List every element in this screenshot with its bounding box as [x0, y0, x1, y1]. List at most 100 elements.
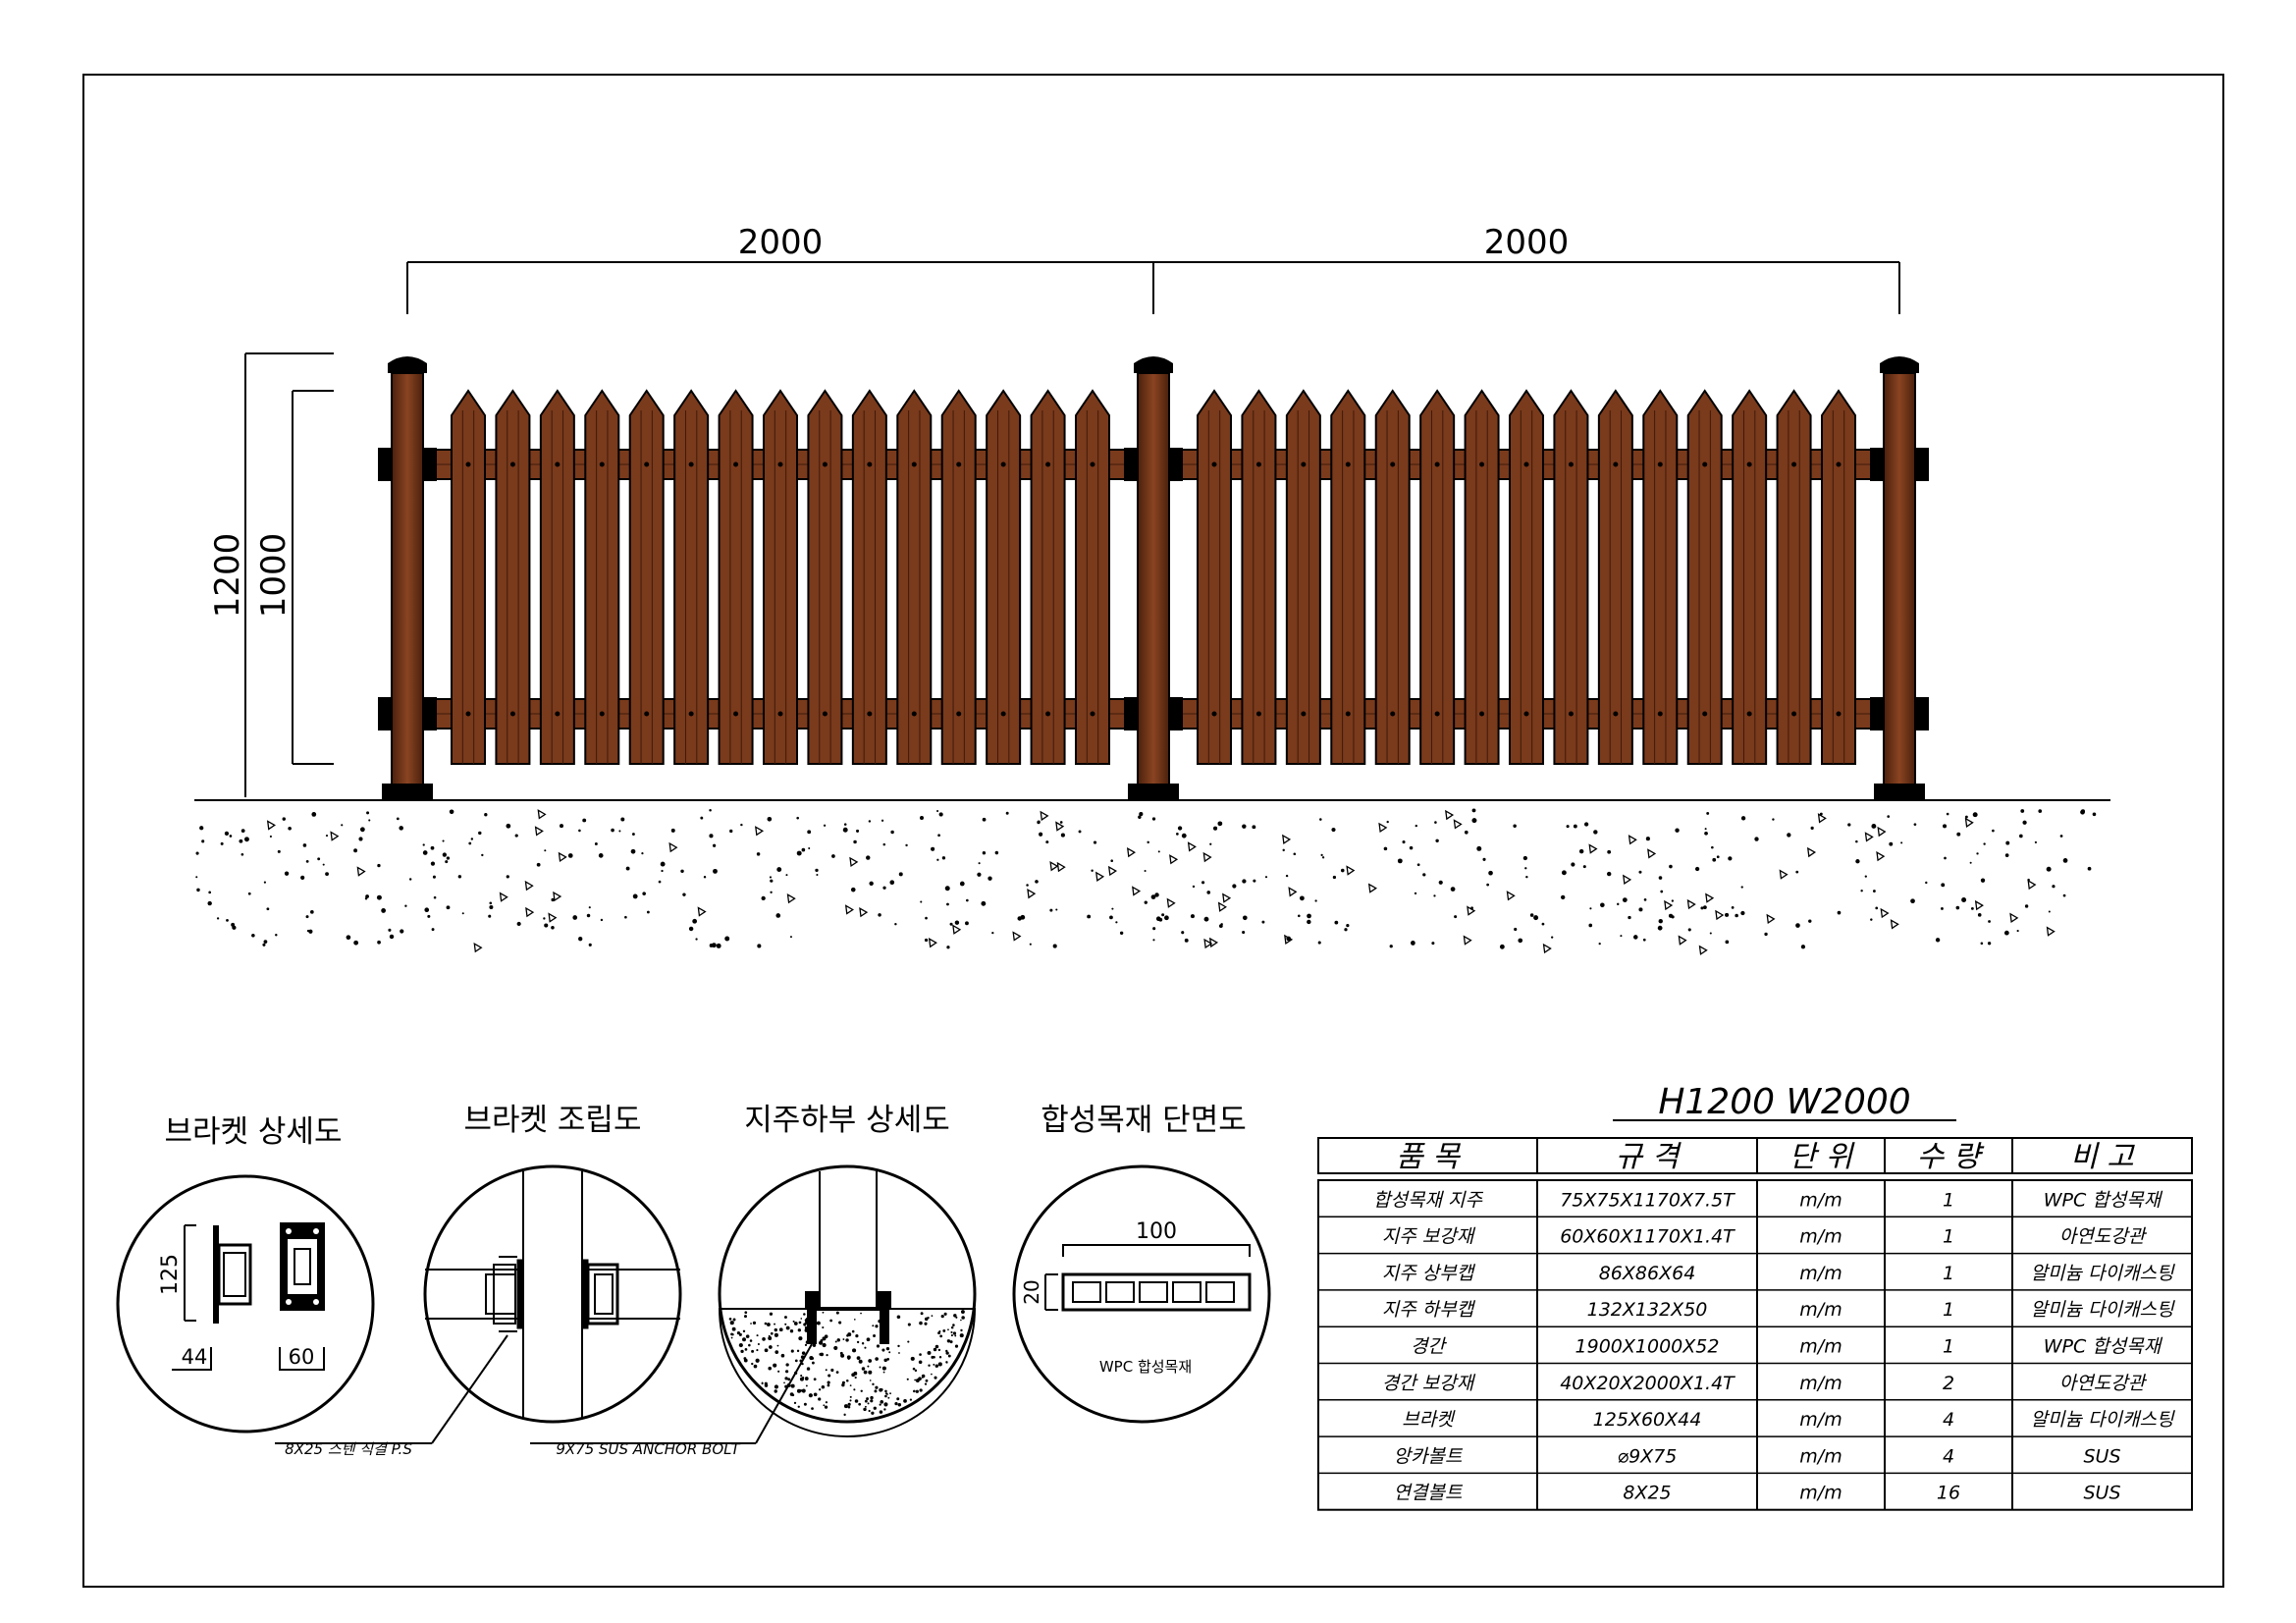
fence-picket [1821, 389, 1856, 765]
detail-title-wpc-section: 합성목재 단면도 [1041, 1103, 1247, 1138]
fence-picket [986, 389, 1022, 765]
fence-picket [1509, 389, 1544, 765]
table-cell: 125X60X44 [1593, 1409, 1702, 1431]
table-cell: m/m [1799, 1299, 1842, 1321]
table-cell: 60X60X1170X1.4T [1560, 1226, 1735, 1248]
detail-title-post-base: 지주하부 상세도 [744, 1103, 950, 1138]
table-cell: 지주 보강재 [1382, 1226, 1476, 1248]
width-dim-right: 2000 [1484, 223, 1570, 262]
wpc-section-detail [1012, 1164, 1271, 1424]
table-cell: WPC 합성목재 [2044, 1189, 2163, 1211]
rail-bracket [1124, 697, 1138, 730]
bracket-dim-height: 125 [158, 1254, 183, 1295]
rail-bracket [1915, 697, 1929, 730]
table-cell: 16 [1937, 1483, 1960, 1504]
rail-bracket [1169, 448, 1183, 481]
rail-bracket [423, 697, 437, 730]
fence-picket [673, 389, 710, 765]
height-dim-panel: 1000 [254, 533, 294, 619]
rail-bracket [1169, 697, 1183, 730]
table-cell: 4 [1943, 1409, 1954, 1431]
fence-picket [451, 389, 486, 765]
table-cell: m/m [1799, 1263, 1842, 1284]
ground-gravel-hatch [195, 808, 2097, 955]
fence-picket [1030, 389, 1066, 765]
wpc-dim-width: 100 [1136, 1219, 1177, 1244]
fence-picket [1732, 389, 1768, 765]
table-cell: 아연도강관 [2059, 1373, 2148, 1394]
table-cell: 알미늄 다이캐스팅 [2031, 1409, 2175, 1431]
table-cell: 86X86X64 [1599, 1263, 1696, 1284]
table-header-cell: 수 량 [1917, 1140, 1985, 1174]
fence-picket [1241, 389, 1277, 765]
table-header-cell: 단 위 [1789, 1140, 1855, 1174]
rail-bracket [1124, 448, 1138, 481]
table-cell: m/m [1799, 1409, 1842, 1431]
table-cell: 2 [1943, 1373, 1954, 1394]
fence-picket [1419, 389, 1456, 765]
table-title: H1200 W2000 [1658, 1082, 1910, 1122]
fence-picket [940, 389, 977, 765]
bracket-assembly-detail [275, 1164, 682, 1444]
bracket-dim-width: 60 [289, 1345, 315, 1369]
table-cell: 경간 보강재 [1382, 1373, 1476, 1394]
table-cell: 앙카볼트 [1394, 1445, 1464, 1467]
wpc-dim-thickness: 20 [1020, 1279, 1043, 1304]
fence-picket [1330, 389, 1366, 765]
table-cell: 브라켓 [1402, 1409, 1456, 1431]
fence-picket [1597, 389, 1633, 765]
table-cell: SUS [2083, 1483, 2120, 1504]
table-header-cell: 규 격 [1616, 1140, 1682, 1174]
table-cell: 지주 상부캡 [1382, 1263, 1476, 1284]
height-dim-total: 1200 [208, 533, 247, 619]
table-cell: 1900X1000X52 [1575, 1336, 1720, 1358]
drawing-border [82, 74, 2224, 1588]
post-top-cap [388, 356, 427, 373]
fence-picket [1197, 389, 1232, 765]
fence-picket [539, 389, 575, 765]
table-cell: WPC 합성목재 [2044, 1336, 2163, 1358]
table-cell: 132X132X50 [1587, 1299, 1708, 1321]
table-cell: 8X25 [1623, 1483, 1671, 1504]
fence-elevation [378, 356, 1929, 800]
detail-title-bracket: 브라켓 상세도 [165, 1114, 343, 1150]
table-cell: 4 [1943, 1445, 1954, 1467]
fence-post [1137, 372, 1170, 786]
rail-bracket [1870, 697, 1884, 730]
fence-picket [896, 389, 933, 765]
bracket-detail [116, 1174, 375, 1434]
table-cell: 75X75X1170X7.5T [1560, 1189, 1735, 1211]
fence-picket [1686, 389, 1723, 765]
table-cell: m/m [1799, 1336, 1842, 1358]
fence-post [1883, 372, 1916, 786]
fence-picket [1464, 389, 1500, 765]
table-cell: m/m [1799, 1373, 1842, 1394]
callout-bracket-screw: 8X25 스텐 직결 P.S [285, 1440, 412, 1458]
fence-picket [763, 389, 798, 765]
width-dim-left: 2000 [738, 223, 824, 262]
fence-picket [495, 389, 531, 765]
fence-picket [628, 389, 665, 765]
fence-picket [1285, 389, 1321, 765]
fence-picket [1642, 389, 1679, 765]
post-top-cap [1134, 356, 1173, 373]
table-cell: 1 [1943, 1189, 1954, 1211]
table-cell: 알미늄 다이캐스팅 [2031, 1299, 2175, 1321]
table-cell: 1 [1943, 1226, 1954, 1248]
table-header-cell: 품 목 [1396, 1140, 1461, 1174]
rail-bracket [1870, 448, 1884, 481]
table-cell: 합성목재 지주 [1373, 1189, 1483, 1211]
height-dimensions [244, 352, 334, 797]
fence-picket [584, 389, 620, 765]
table-cell: 지주 하부캡 [1382, 1299, 1476, 1321]
fence-picket [1075, 389, 1110, 765]
wpc-section-label: WPC 합성목재 [1099, 1358, 1192, 1376]
fence-post [391, 372, 424, 786]
fence-picket [1374, 389, 1411, 765]
table-cell: m/m [1799, 1189, 1842, 1211]
table-cell: m/m [1799, 1226, 1842, 1248]
table-cell: 연결볼트 [1394, 1483, 1464, 1504]
table-cell: 1 [1943, 1299, 1954, 1321]
